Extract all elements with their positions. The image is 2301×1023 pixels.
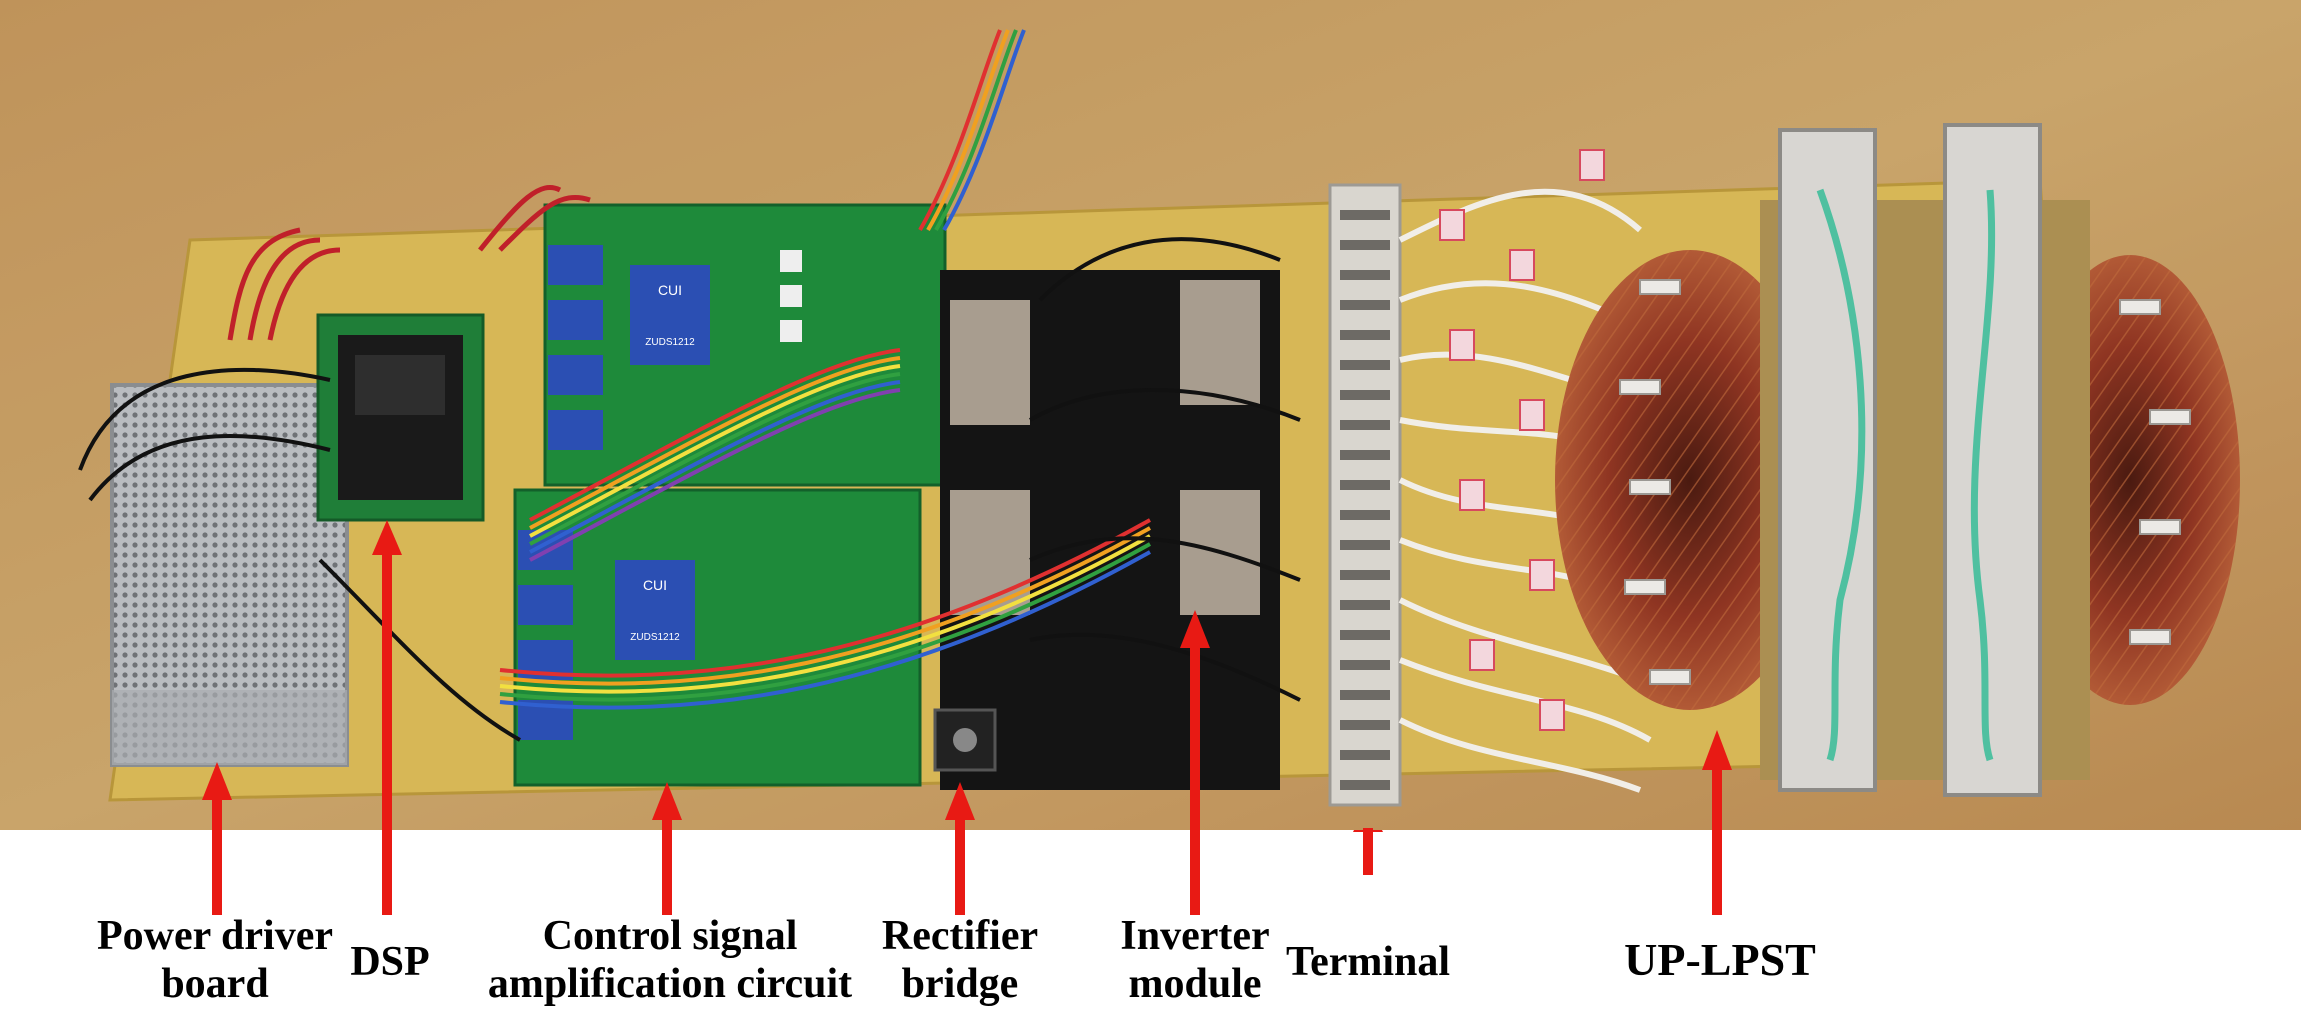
label-control-signal: Control signal amplification circuit xyxy=(480,912,860,1008)
arrow-stems xyxy=(212,830,1722,915)
ribbon-cable xyxy=(499,29,1151,710)
terminal-block xyxy=(1328,183,1402,807)
control-board-bottom: CUI ZUDS1212 xyxy=(513,488,922,787)
inverter-heatsink-plate xyxy=(933,270,1280,790)
label-rectifier-bridge: Rectifier bridge xyxy=(860,912,1060,1008)
black-wires xyxy=(78,237,1301,742)
arrow-dsp xyxy=(372,520,402,830)
svg-text:ZUDS1212: ZUDS1212 xyxy=(630,632,680,643)
label-inverter-module: Inverter module xyxy=(1095,912,1295,1008)
label-power-driver-board-line2: board xyxy=(161,961,269,1007)
control-board-top: CUI ZUDS1212 xyxy=(543,203,947,487)
label-inverter-module-line2: module xyxy=(1128,961,1262,1007)
power-supply-unit xyxy=(110,383,349,767)
label-inverter-module-line1: Inverter xyxy=(1120,913,1270,959)
svg-text:CUI: CUI xyxy=(658,282,682,298)
label-terminal-line1: Terminal xyxy=(1285,939,1451,985)
up-lpst-transformer xyxy=(1555,123,2240,797)
label-terminal: Terminal xyxy=(1268,938,1468,986)
label-up-lpst-line1: UP-LPST xyxy=(1624,934,1816,985)
svg-text:ZUDS1212: ZUDS1212 xyxy=(645,337,695,348)
hardware-prototype-photo: CUI ZUDS1212 CUI ZUDS1212 xyxy=(0,0,2301,830)
arrow-power-driver-board xyxy=(202,762,232,830)
arrow-terminal xyxy=(1363,828,1373,830)
svg-text:CUI: CUI xyxy=(643,577,667,593)
label-power-driver-board-line1: Power driver xyxy=(97,913,333,959)
red-wires xyxy=(227,185,591,341)
arrow-inverter-module xyxy=(1180,610,1210,830)
arrow-up-lpst xyxy=(1702,730,1732,830)
label-rectifier-bridge-line2: bridge xyxy=(901,961,1019,1007)
pointer-arrows xyxy=(202,520,1732,830)
label-power-driver-board: Power driver board xyxy=(65,912,365,1008)
dsp-board xyxy=(316,313,485,522)
label-up-lpst: UP-LPST xyxy=(1580,936,1860,984)
label-rectifier-bridge-line1: Rectifier xyxy=(881,913,1039,959)
label-control-signal-line2: amplification circuit xyxy=(487,961,853,1007)
label-dsp: DSP xyxy=(330,938,450,986)
arrow-control-signal xyxy=(652,782,682,830)
label-control-signal-line1: Control signal xyxy=(542,913,798,959)
arrow-rectifier-bridge xyxy=(945,782,975,830)
label-dsp-line1: DSP xyxy=(350,939,430,985)
